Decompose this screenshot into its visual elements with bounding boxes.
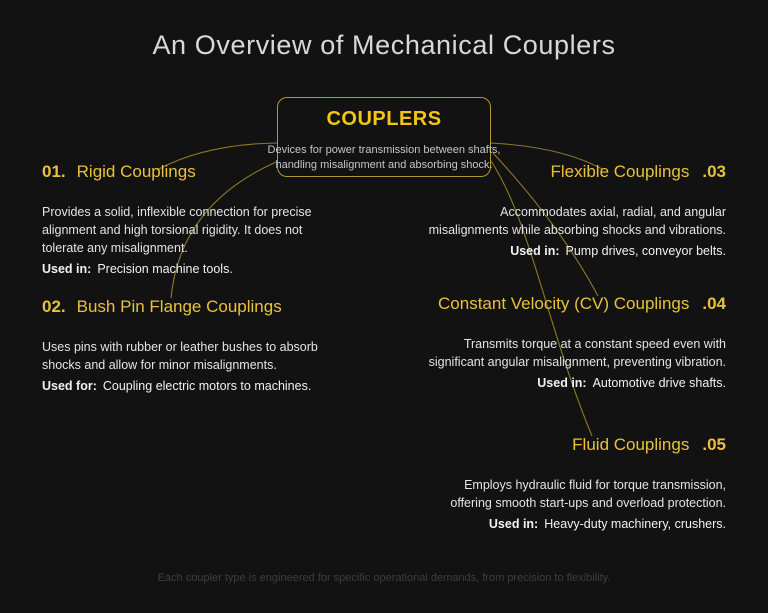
section-body: Provides a solid, inflexible connection … <box>42 205 312 255</box>
section-number: 02. <box>42 297 66 316</box>
footer-note: Each coupler type is engineered for spec… <box>157 572 611 584</box>
section-cv-couplings: Constant Velocity (CV) Couplings .04 Tran… <box>429 294 726 390</box>
section-title: Flexible Couplings .03 <box>429 162 726 182</box>
used-text: Automotive drive shafts. <box>592 376 726 390</box>
section-flexible-couplings: Flexible Couplings .03 Accommodates axial… <box>429 162 726 258</box>
connector-to-cv <box>492 152 599 297</box>
section-title-text: Bush Pin Flange Couplings <box>76 297 282 316</box>
section-title-text: Flexible Couplings <box>550 162 690 181</box>
section-used-line: Used in: Precision machine tools. <box>42 262 312 276</box>
section-number: .03 <box>702 162 726 181</box>
used-text: Heavy-duty machinery, crushers. <box>544 517 726 531</box>
connector-to-rigid <box>156 142 278 171</box>
section-used-line: Used in: Heavy-duty machinery, crushers. <box>450 517 726 531</box>
section-title-text: Constant Velocity (CV) Couplings <box>438 294 690 313</box>
section-body: Employs hydraulic fluid for torque trans… <box>450 478 726 510</box>
section-used-line: Used in: Pump drives, conveyor belts. <box>429 244 726 258</box>
section-fluid-couplings: Fluid Couplings .05 Employs hydraulic flu… <box>450 435 726 531</box>
section-number: .04 <box>702 294 726 313</box>
used-text: Precision machine tools. <box>97 262 233 276</box>
used-label: Used for: <box>42 379 97 393</box>
page-title: An Overview of Mechanical Couplers <box>152 30 616 60</box>
used-label: Used in: <box>537 376 587 390</box>
used-text: Pump drives, conveyor belts. <box>565 244 727 258</box>
connector-to-flexible <box>490 142 603 170</box>
section-number: .05 <box>702 435 726 454</box>
section-title: 02. Bush Pin Flange Couplings <box>42 297 318 317</box>
used-label: Used in: <box>488 517 539 531</box>
used-label: Used in: <box>42 262 92 276</box>
section-title-text: Rigid Couplings <box>76 162 196 181</box>
connector-to-fluid <box>490 160 593 437</box>
section-body: Transmits torque at a constant speed eve… <box>428 337 726 369</box>
section-title: 01. Rigid Couplings <box>42 162 312 182</box>
section-body: Accommodates axial, radial, and angular … <box>428 205 726 237</box>
section-title: Fluid Couplings .05 <box>450 435 726 455</box>
hub-subtitle: Devices for power transmission between s… <box>267 144 501 171</box>
hub-title: COUPLERS <box>326 108 442 130</box>
section-used-line: Used in: Automotive drive shafts. <box>429 376 726 390</box>
used-label: Used in: <box>510 244 560 258</box>
couplers-hub-box: COUPLERS Devices for power transmission … <box>268 97 500 177</box>
connector-to-bushpin <box>170 161 277 299</box>
section-bush-pin-flange-couplings: 02. Bush Pin Flange Couplings Uses pins w… <box>42 297 318 393</box>
section-rigid-couplings: 01. Rigid Couplings Provides a solid, inf… <box>42 162 312 276</box>
section-title-text: Fluid Couplings <box>572 435 690 454</box>
section-body: Uses pins with rubber or leather bushes … <box>42 340 318 372</box>
used-text: Coupling electric motors to machines. <box>102 379 312 393</box>
section-title: Constant Velocity (CV) Couplings .04 <box>429 294 726 314</box>
section-used-line: Used for: Coupling electric motors to mac… <box>42 379 318 393</box>
section-number: 01. <box>42 162 66 181</box>
